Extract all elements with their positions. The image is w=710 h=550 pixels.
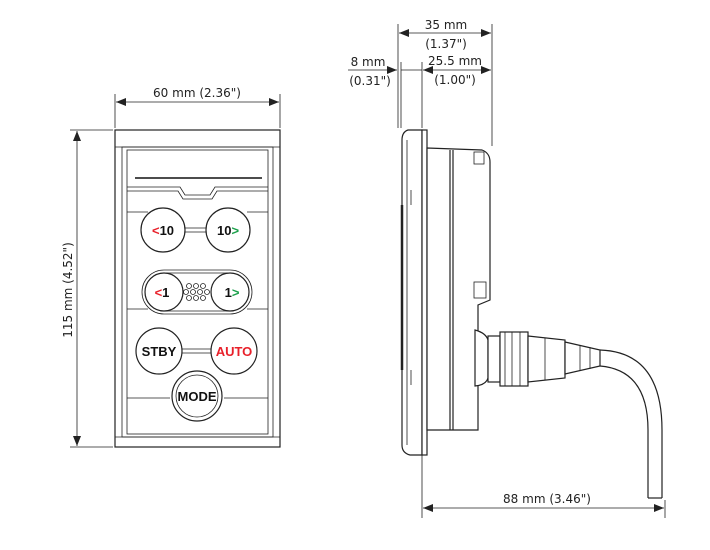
svg-text:AUTO: AUTO bbox=[216, 344, 253, 359]
front-view: <10 10> <1 1> STBY AUTO MODE bbox=[114, 129, 281, 448]
svg-text:88 mm (3.46"): 88 mm (3.46") bbox=[503, 492, 591, 506]
minus-1-button[interactable]: <1 bbox=[144, 272, 184, 312]
width-dimension: 60 mm (2.36") bbox=[114, 86, 281, 128]
left-arrow-icon: < bbox=[152, 223, 160, 238]
mode-button[interactable]: MODE bbox=[171, 370, 223, 422]
svg-text:STBY: STBY bbox=[142, 344, 177, 359]
right-arrow-icon: > bbox=[231, 223, 239, 238]
speaker-grille-icon bbox=[183, 283, 210, 301]
depth-dimensions: 35 mm (1.37") 8 mm (0.31") 25.5 mm (1.00… bbox=[348, 18, 493, 146]
cable-connector bbox=[474, 329, 601, 387]
svg-text:60 mm (2.36"): 60 mm (2.36") bbox=[153, 86, 241, 100]
svg-text:10>: 10> bbox=[217, 223, 239, 238]
height-dimension: 115 mm (4.52") bbox=[61, 129, 113, 448]
auto-button[interactable]: AUTO bbox=[210, 327, 258, 375]
svg-text:8 mm: 8 mm bbox=[351, 55, 386, 69]
svg-text:35 mm: 35 mm bbox=[425, 18, 467, 32]
side-view bbox=[400, 129, 663, 499]
minus-10-button[interactable]: <10 bbox=[140, 207, 186, 253]
svg-text:(1.37"): (1.37") bbox=[425, 37, 467, 51]
svg-text:115 mm (4.52"): 115 mm (4.52") bbox=[61, 242, 75, 338]
svg-text:MODE: MODE bbox=[178, 389, 217, 404]
svg-text:(1.00"): (1.00") bbox=[434, 73, 476, 87]
svg-text:25.5 mm: 25.5 mm bbox=[428, 54, 482, 68]
standby-button[interactable]: STBY bbox=[135, 327, 183, 375]
svg-text:<1: <1 bbox=[155, 285, 170, 300]
svg-text:<10: <10 bbox=[152, 223, 174, 238]
svg-text:1>: 1> bbox=[225, 285, 240, 300]
plus-1-button[interactable]: 1> bbox=[210, 272, 250, 312]
cable-clearance-dimension: 88 mm (3.46") bbox=[421, 455, 666, 518]
plus-10-button[interactable]: 10> bbox=[205, 207, 251, 253]
svg-text:(0.31"): (0.31") bbox=[349, 74, 391, 88]
